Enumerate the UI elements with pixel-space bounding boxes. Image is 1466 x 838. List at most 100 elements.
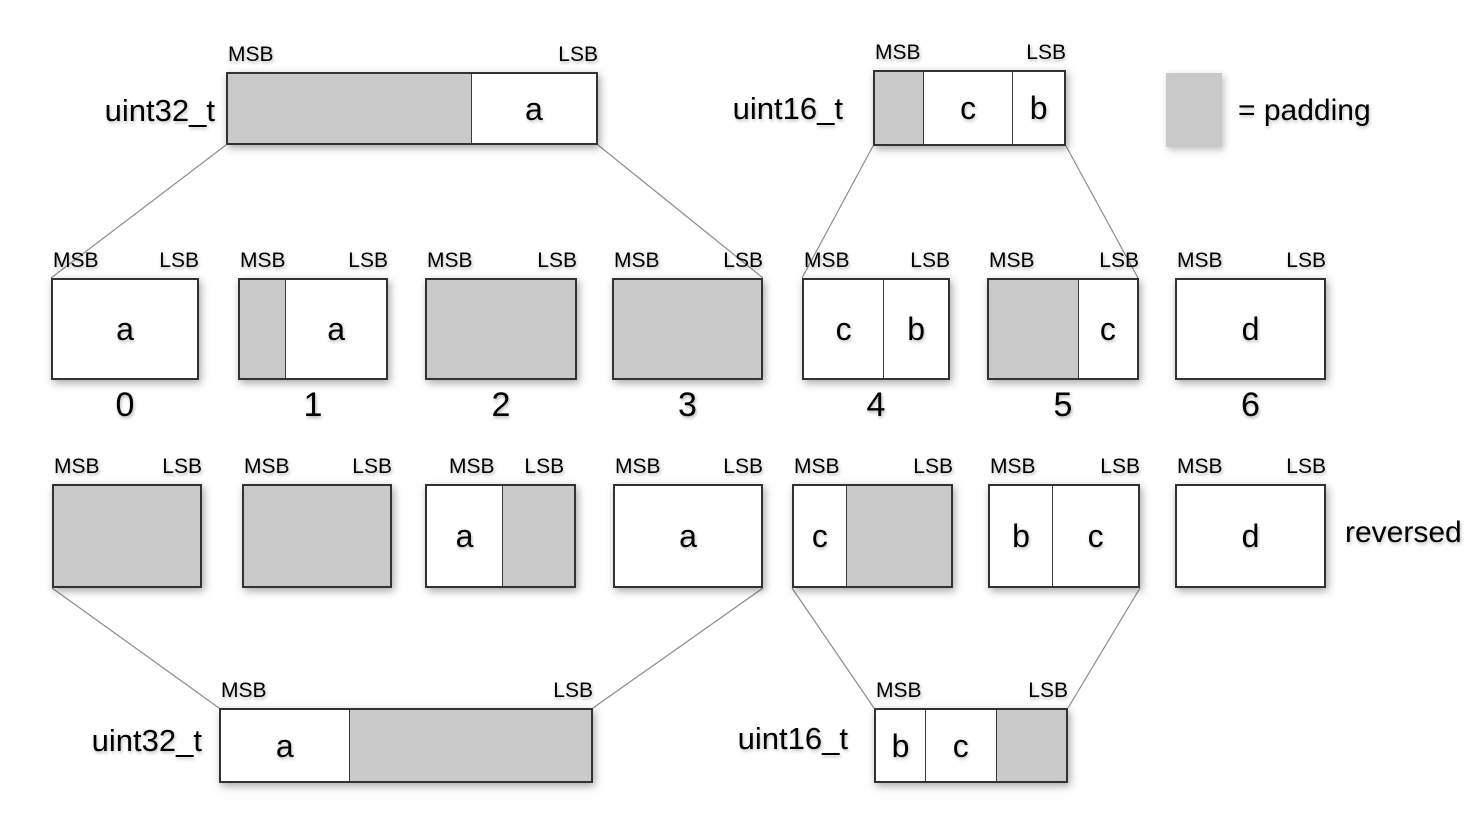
connector-line — [51, 587, 220, 709]
padding-segment — [427, 280, 575, 378]
msb-label: MSB — [244, 455, 290, 478]
msb-label: MSB — [1177, 249, 1223, 272]
msb-label: MSB — [53, 249, 99, 272]
rev-byte-box-3-bit-labels: MSB LSB — [613, 454, 763, 480]
msb-label: MSB — [427, 249, 473, 272]
byte-number-6: 6 — [1241, 386, 1260, 424]
lsb-label: LSB — [1099, 249, 1139, 272]
lsb-label: LSB — [723, 455, 763, 478]
byte-number-5: 5 — [1053, 386, 1073, 424]
uint32-bottom-box: a — [219, 708, 593, 783]
type-label-uint32_t: uint32_t — [91, 723, 202, 758]
msb-label: MSB — [875, 41, 921, 64]
padding-segment — [240, 280, 286, 378]
padding-legend-swatch — [1166, 73, 1222, 147]
lsb-label: LSB — [558, 43, 598, 66]
msb-label: MSB — [615, 455, 661, 478]
byte-number-1: 1 — [303, 386, 323, 424]
padding-segment — [989, 280, 1078, 378]
msb-label: MSB — [990, 455, 1036, 478]
lsb-label: LSB — [159, 249, 199, 272]
field-letter: c — [835, 311, 852, 347]
padding-segment — [501, 486, 574, 586]
msb-label: MSB — [221, 679, 267, 702]
byte-box-5: c — [987, 278, 1139, 380]
field-letter: c — [960, 90, 977, 126]
field-letter: b — [891, 727, 910, 764]
field-letter: a — [116, 311, 134, 347]
uint32-top-box: a — [226, 72, 598, 145]
rev-byte-box-1 — [242, 484, 392, 588]
type-label-uint16_t: uint16_t — [732, 91, 843, 126]
msb-label: MSB — [449, 455, 495, 478]
msb-label: MSB — [228, 43, 274, 66]
field-letter: a — [679, 518, 697, 554]
field-segment-a: a — [427, 486, 502, 586]
padding-segment — [244, 486, 390, 586]
field-segment-b: b — [883, 280, 948, 378]
lsb-label: LSB — [524, 455, 565, 478]
rev-byte-box-1-bit-labels: MSB LSB — [242, 454, 392, 480]
field-segment-d: d — [1177, 486, 1324, 586]
field-segment-c: c — [925, 710, 995, 781]
rev-byte-box-5-bit-labels: MSB LSB — [988, 454, 1140, 480]
uint32-bottom-box-bit-labels: MSB LSB — [219, 678, 593, 704]
rev-byte-box-6: d — [1175, 484, 1326, 588]
field-letter: b — [1029, 90, 1048, 126]
byte-box-6: d — [1175, 278, 1326, 380]
padding-segment — [348, 710, 591, 781]
lsb-label: LSB — [553, 679, 593, 702]
field-segment-a: a — [53, 280, 197, 378]
lsb-label: LSB — [913, 455, 953, 478]
padding-segment — [995, 710, 1066, 781]
byte-box-5-bit-labels: MSB LSB — [987, 248, 1139, 274]
lsb-label: LSB — [162, 455, 202, 478]
connector-line — [801, 145, 874, 279]
msb-label: MSB — [54, 455, 100, 478]
byte-number-2: 2 — [491, 386, 511, 424]
rev-byte-box-2: a — [425, 484, 576, 588]
msb-label: MSB — [614, 249, 660, 272]
lsb-label: LSB — [910, 249, 950, 272]
field-letter: c — [811, 518, 828, 554]
byte-box-1: a — [238, 278, 388, 380]
rev-byte-box-4: c — [792, 484, 953, 588]
connector-line — [791, 587, 875, 709]
field-segment-c: c — [794, 486, 846, 586]
lsb-label: LSB — [352, 455, 392, 478]
lsb-label: LSB — [537, 249, 577, 272]
msb-label: MSB — [989, 249, 1035, 272]
lsb-label: LSB — [348, 249, 388, 272]
lsb-label: LSB — [1100, 455, 1140, 478]
msb-label: MSB — [804, 249, 850, 272]
padding-legend-label: = padding — [1238, 94, 1371, 127]
field-segment-a: a — [285, 280, 386, 378]
field-letter: c — [1099, 311, 1116, 347]
field-letter: c — [1087, 518, 1104, 554]
field-segment-b: b — [1012, 72, 1064, 144]
connector-line — [1065, 145, 1139, 279]
msb-label: MSB — [876, 679, 922, 702]
lsb-label: LSB — [1028, 679, 1068, 702]
field-letter: a — [525, 90, 543, 127]
byte-box-2 — [425, 278, 577, 380]
field-letter: a — [327, 311, 346, 347]
uint16-bottom-box-bit-labels: MSB LSB — [874, 678, 1068, 704]
lsb-label: LSB — [1286, 455, 1326, 478]
msb-label: MSB — [1177, 455, 1223, 478]
field-segment-b: b — [990, 486, 1052, 586]
reversed-label: reversed — [1345, 516, 1462, 549]
byte-box-2-bit-labels: MSB LSB — [425, 248, 577, 274]
uint32-top-box-bit-labels: MSB LSB — [226, 42, 598, 68]
